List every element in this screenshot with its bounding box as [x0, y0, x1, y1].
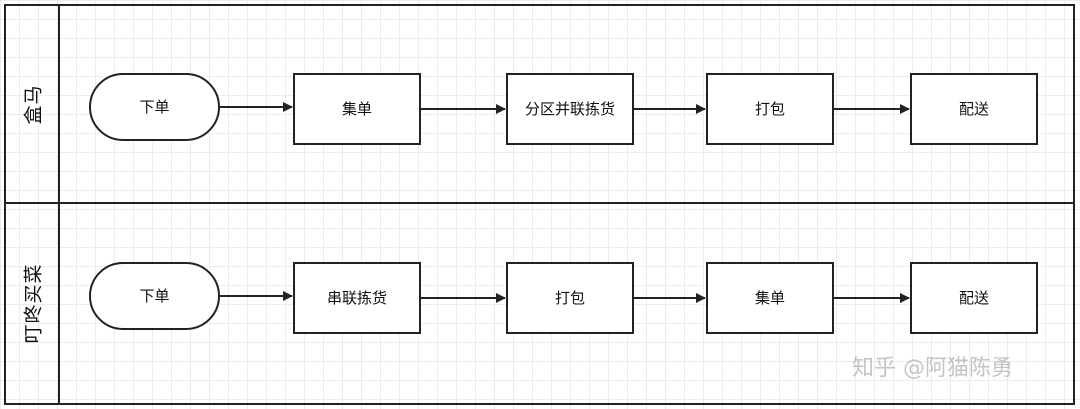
swimlane-hema: 盒马 [4, 4, 1075, 204]
node-delivery[interactable]: 配送 [910, 73, 1038, 145]
node-batch-orders[interactable]: 集单 [706, 262, 834, 334]
node-delivery[interactable]: 配送 [910, 262, 1038, 334]
lane-header-hema: 盒马 [6, 6, 60, 202]
lane-header-dingdong: 叮咚买菜 [6, 204, 60, 403]
node-packing[interactable]: 打包 [506, 262, 634, 334]
lane-title: 叮咚买菜 [22, 263, 45, 344]
node-start-order[interactable]: 下单 [89, 262, 220, 330]
lane-title: 盒马 [22, 83, 45, 125]
node-serial-picking[interactable]: 串联拣货 [293, 262, 421, 334]
node-batch-orders[interactable]: 集单 [293, 73, 421, 145]
node-packing[interactable]: 打包 [706, 73, 834, 145]
swimlane-dingdong: 叮咚买菜 [4, 204, 1075, 405]
node-start-order[interactable]: 下单 [89, 73, 220, 141]
watermark-text: 知乎 @阿猫陈勇 [852, 356, 1013, 381]
node-zone-parallel-picking[interactable]: 分区并联拣货 [506, 73, 634, 145]
